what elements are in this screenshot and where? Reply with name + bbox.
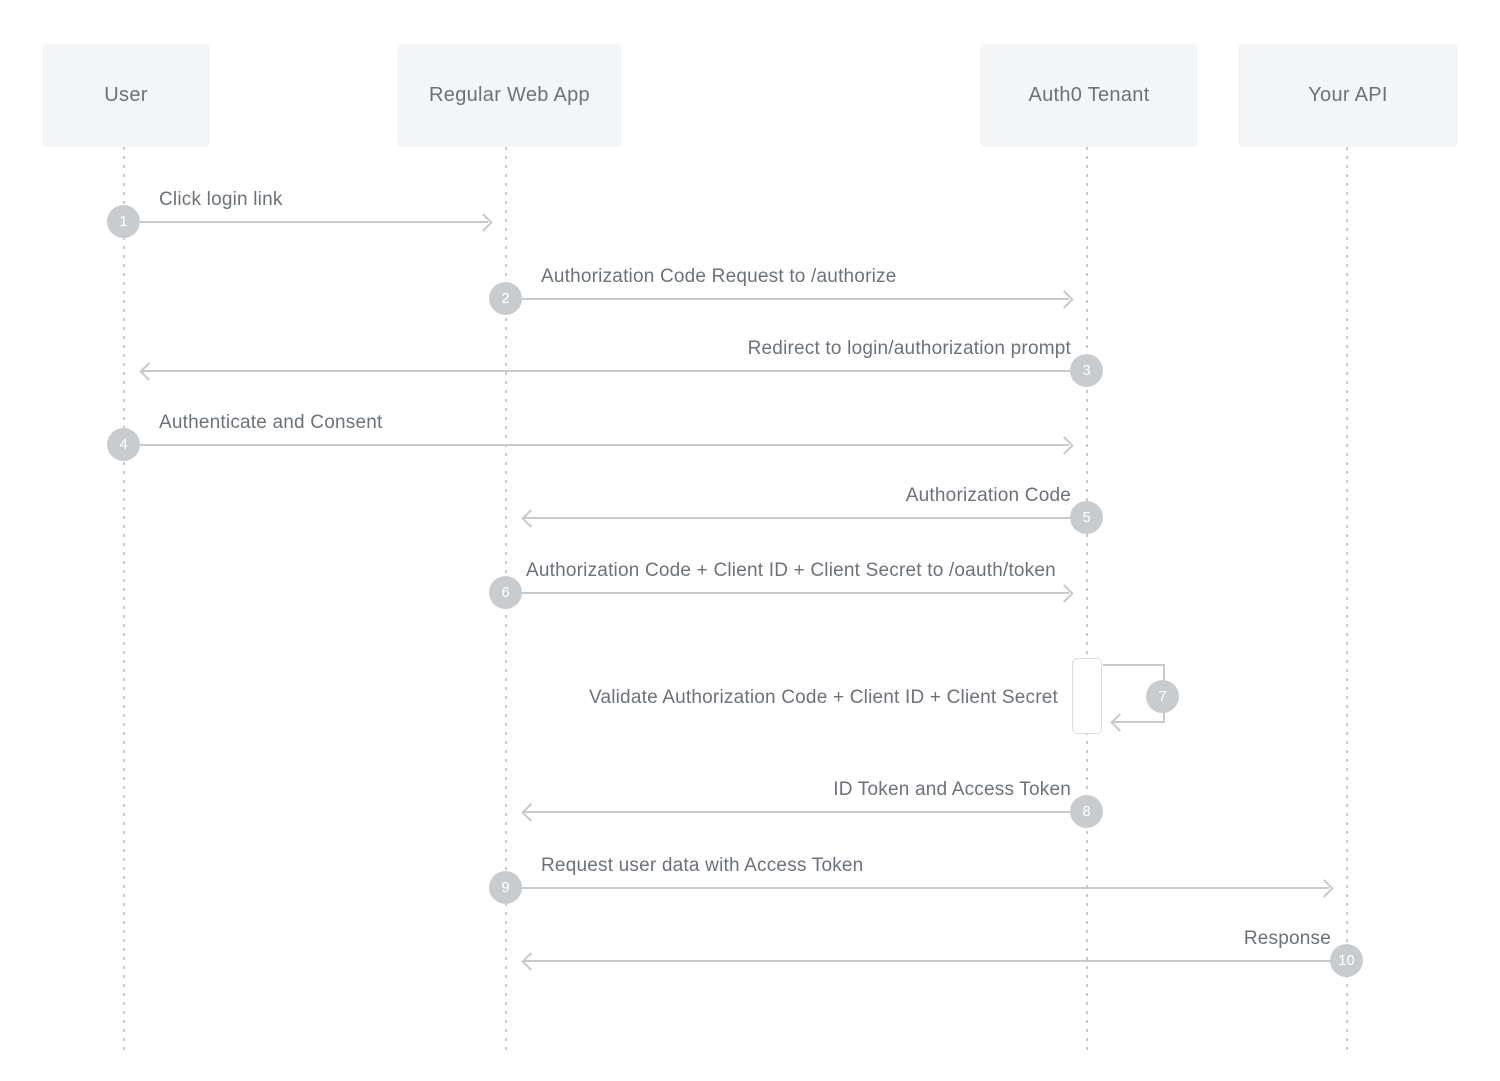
message-arrow-line [141,370,1071,372]
actor-box-your-api: Your API [1238,44,1458,147]
arrowhead-right-icon [474,213,493,232]
actor-box-user: User [42,44,210,147]
arrowhead-right-icon [1055,290,1074,309]
activation-box [1072,658,1102,734]
step-badge: 8 [1070,795,1103,828]
message-arrow-line [523,960,1331,962]
message-label: Authenticate and Consent [159,412,383,433]
message-label: ID Token and Access Token [833,779,1071,800]
arrowhead-right-icon [1055,584,1074,603]
actor-label: Auth0 Tenant [1028,84,1150,106]
arrowhead-left-icon [139,362,158,381]
self-loop-top-line [1103,664,1165,666]
message-arrow-line [522,887,1329,889]
step-badge: 3 [1070,354,1103,387]
message-label: Request user data with Access Token [541,855,864,876]
step-badge: 5 [1070,501,1103,534]
message-arrow-line [523,517,1071,519]
message-label: Authorization Code Request to /authorize [541,266,897,287]
arrowhead-left-icon [1110,713,1129,732]
step-badge: 6 [489,576,522,609]
lifeline-your-api [1346,147,1348,1052]
message-arrow-line [523,811,1071,813]
message-arrow-line [522,592,1069,594]
message-label: Click login link [159,189,283,210]
message-label: Response [1243,928,1331,949]
lifeline-auth0-tenant [1086,147,1088,1052]
arrowhead-left-icon [521,952,540,971]
message-label: Validate Authorization Code + Client ID … [588,687,1058,708]
step-badge: 4 [107,428,140,461]
self-loop-bottom-line [1111,721,1165,723]
arrowhead-left-icon [521,509,540,528]
message-label: Authorization Code [905,485,1071,506]
lifeline-user [123,147,125,1052]
step-badge: 9 [489,871,522,904]
actor-label: Your API [1308,84,1388,106]
arrowhead-right-icon [1055,436,1074,455]
message-arrow-line [140,221,488,223]
actor-label: User [104,84,148,106]
arrowhead-left-icon [521,803,540,822]
message-arrow-line [522,298,1069,300]
step-badge: 2 [489,282,522,315]
arrowhead-right-icon [1315,879,1334,898]
step-badge: 10 [1330,944,1363,977]
step-badge: 7 [1146,680,1179,713]
step-badge: 1 [107,205,140,238]
actor-label: Regular Web App [429,84,590,106]
message-arrow-line [140,444,1069,446]
actor-box-auth0-tenant: Auth0 Tenant [980,44,1198,147]
actor-box-regular-web-app: Regular Web App [397,44,622,147]
message-label: Redirect to login/authorization prompt [747,338,1071,359]
message-label: Authorization Code + Client ID + Client … [526,560,1056,581]
